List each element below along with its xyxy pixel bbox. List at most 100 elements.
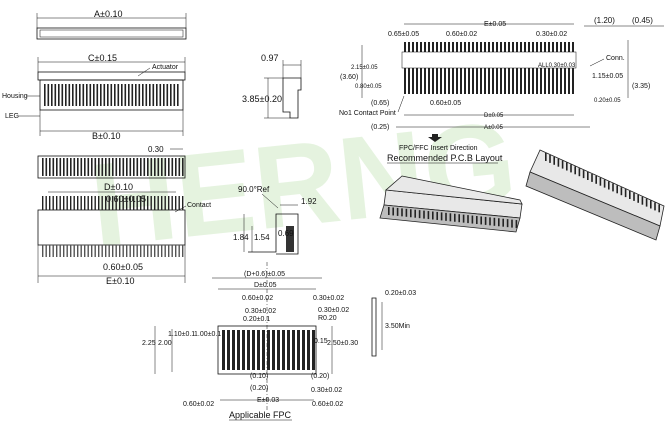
iso-pin <box>418 210 421 219</box>
pcb-pad <box>536 68 538 94</box>
iso-pin <box>392 207 394 216</box>
connector-pin <box>145 84 148 106</box>
contact-pin <box>143 245 145 257</box>
pcb-pad <box>564 68 566 94</box>
section-view: 90.0°Ref 1.92 1.84 1.54 0.69 <box>233 185 317 255</box>
connector-pin <box>73 158 76 176</box>
pcb-dim-060-top: 0.60±0.02 <box>446 31 477 38</box>
dim-069: 0.69 <box>278 229 294 238</box>
contact-pin <box>140 245 142 257</box>
iso-pin <box>637 194 639 203</box>
connector-pin <box>122 158 125 176</box>
contact-pin <box>91 196 93 210</box>
connector-pin <box>49 158 51 176</box>
pcb-pad <box>508 42 510 52</box>
pcb-pad <box>464 42 466 52</box>
pcb-pad <box>436 68 438 94</box>
fpc-dim-020-b2: (0.20) <box>311 373 329 380</box>
dim-184: 1.84 <box>233 233 249 242</box>
pcb-pad <box>448 42 450 52</box>
connector-pin <box>129 158 132 176</box>
contact-pin <box>52 196 54 210</box>
fpc-dim-020-side: 0.20±0.03 <box>385 290 416 297</box>
connector-pin <box>177 84 179 106</box>
dim-385: 3.85±0.20 <box>242 94 282 104</box>
connector-pin <box>91 158 93 176</box>
connector-pin <box>56 158 58 176</box>
pcb-pad <box>432 42 434 52</box>
iso-pin <box>410 209 412 218</box>
connector-pin <box>101 158 104 176</box>
contact-pin <box>42 245 44 257</box>
contact-pin <box>133 245 135 257</box>
pcb-pad <box>496 68 498 94</box>
connector-pin <box>150 158 153 176</box>
contact-pin <box>126 196 128 210</box>
connector-pin <box>75 84 78 106</box>
contact-pin <box>66 245 68 257</box>
contact-pin <box>168 196 170 210</box>
connector-pin <box>82 84 85 106</box>
connector-pin <box>115 158 118 176</box>
iso-pin <box>427 211 430 220</box>
contact-pin <box>136 196 138 210</box>
contact-pin <box>59 245 61 257</box>
connector-pin <box>163 84 165 106</box>
pcb-pad <box>500 68 502 94</box>
contact-pin <box>129 245 131 257</box>
pcb-pad <box>512 68 514 94</box>
contact-pin <box>49 245 51 257</box>
iso-pin <box>454 213 456 222</box>
top-view-pins <box>44 84 179 106</box>
pcb-pad <box>460 42 462 52</box>
connector-pin <box>157 158 160 176</box>
pcb-pad <box>460 68 462 94</box>
iso-pin <box>515 220 518 229</box>
contact-pin <box>49 196 51 210</box>
contact-pin <box>147 245 149 257</box>
pcb-pad <box>492 42 494 52</box>
iso-pin <box>432 211 434 220</box>
fpc-finger <box>262 330 265 370</box>
iso-pin <box>401 208 403 217</box>
contact-pin <box>122 245 124 257</box>
contact-pin <box>77 245 79 257</box>
connector-pin <box>171 158 174 176</box>
contact-pin <box>87 245 89 257</box>
contact-pin <box>94 245 96 257</box>
pcb-pad <box>512 42 514 52</box>
contact-pin <box>80 245 82 257</box>
pcb-pad <box>500 42 502 52</box>
connector-pin <box>152 84 155 106</box>
pcb-pad <box>412 42 414 52</box>
pcb-pad <box>568 42 570 52</box>
pcb-pads-top <box>404 42 574 52</box>
fpc-dim-350: 3.50Min <box>385 323 410 330</box>
label-housing: Housing <box>2 93 28 100</box>
connector-pin <box>107 84 109 106</box>
iso-pin <box>561 160 564 169</box>
fpc-finger <box>247 330 250 370</box>
iso-pin <box>493 217 496 226</box>
connector-pin <box>54 84 57 106</box>
contact-pin <box>70 196 72 210</box>
pcb-pad <box>524 42 526 52</box>
fpc-fingers <box>222 330 315 370</box>
iso-pin <box>449 213 452 222</box>
contact-pin <box>161 196 163 210</box>
applicable-fpc: (D+0.6)±0.05 D±0.05 0.60±0.02 0.30±0.02 … <box>142 262 416 421</box>
pcb-pad <box>444 42 446 52</box>
contact-pin <box>91 245 93 257</box>
pcb-pad <box>456 42 458 52</box>
pcb-pad <box>480 68 482 94</box>
connector-pin <box>45 158 48 176</box>
iso-pin <box>599 177 602 186</box>
pcb-dim-335: (3.35) <box>632 83 650 90</box>
pcb-pad <box>444 68 446 94</box>
connector-pin <box>80 158 83 176</box>
contact-pin <box>126 245 128 257</box>
contact-pin <box>143 196 145 210</box>
iso-pin <box>603 179 606 188</box>
connector-pin <box>128 84 130 106</box>
bottom-view-pins <box>42 158 184 176</box>
